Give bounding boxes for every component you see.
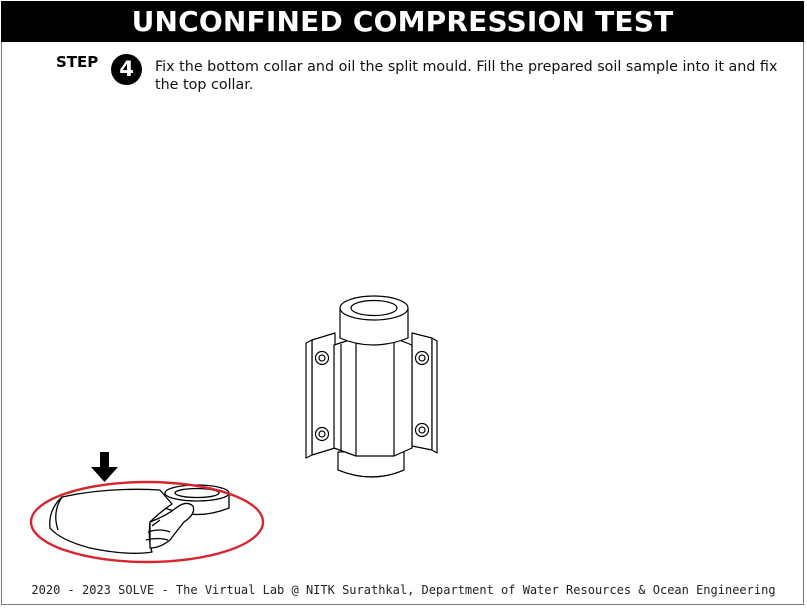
page-title: UNCONFINED COMPRESSION TEST: [1, 1, 804, 42]
mould-body: [333, 337, 413, 457]
bottom-collar: [337, 449, 405, 478]
step-instruction: Fix the bottom collar and oil the split …: [155, 59, 778, 93]
footer-credit: 2020 - 2023 SOLVE - The Virtual Lab @ NI…: [31, 583, 776, 597]
step-number-badge: 4: [111, 54, 142, 85]
split-mould-assembly: [305, 295, 438, 478]
mould-flange-left: [305, 332, 336, 459]
step-label: STEP: [56, 53, 99, 71]
mould-flange-right: [411, 332, 438, 454]
top-collar: [339, 295, 409, 346]
arm: [49, 488, 173, 554]
hand-holding-collar[interactable]: [49, 484, 230, 554]
hand-fingers: [149, 502, 195, 549]
highlight-ring: [29, 480, 265, 564]
arrow-down-icon: [91, 452, 118, 482]
